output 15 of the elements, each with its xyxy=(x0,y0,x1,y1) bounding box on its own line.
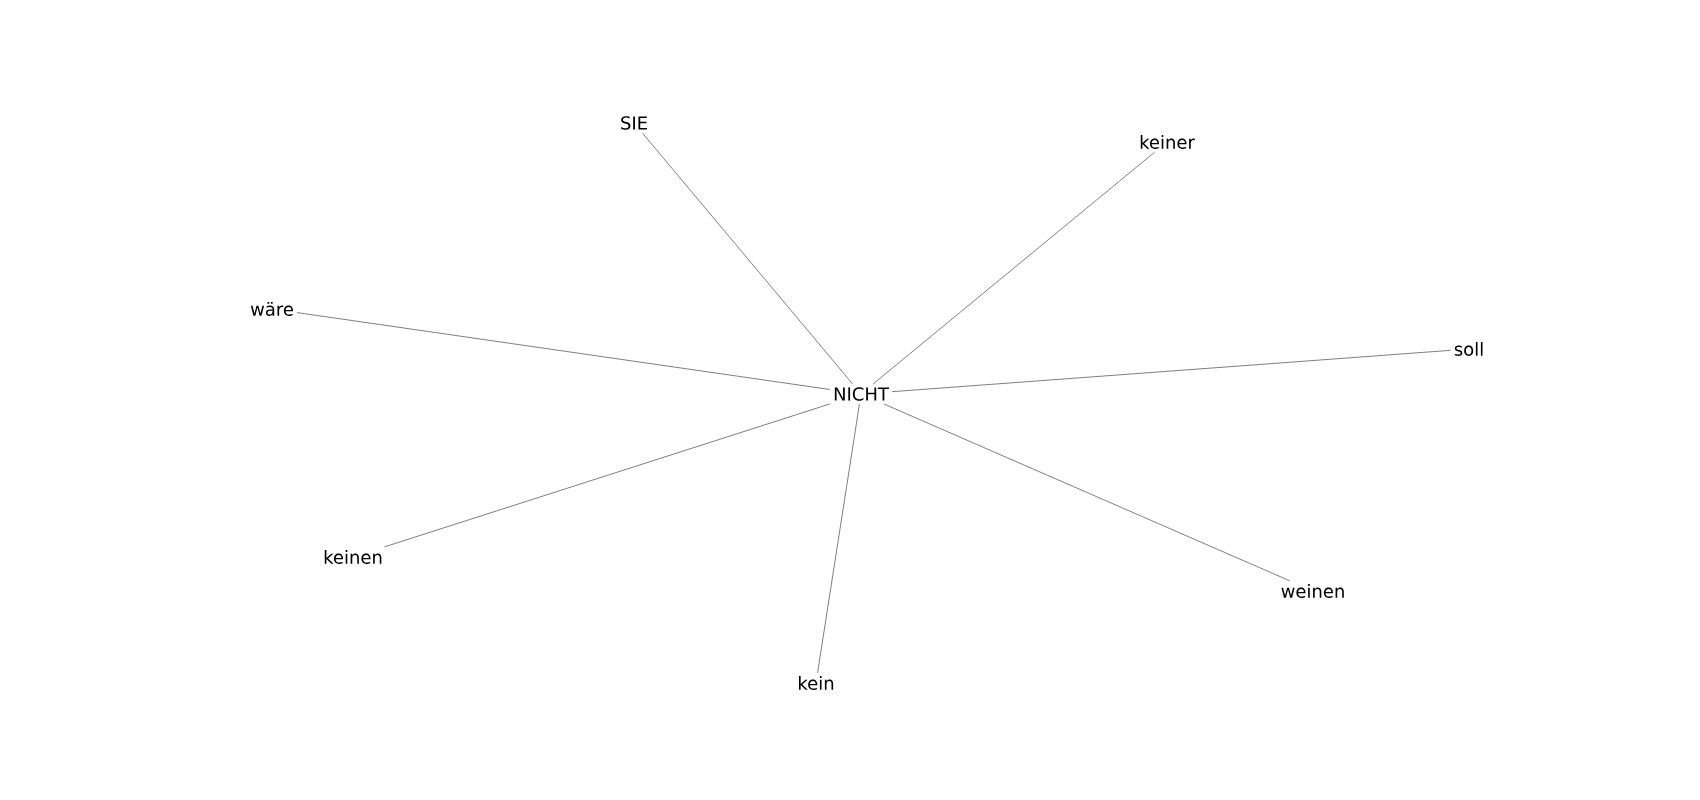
connector-line xyxy=(891,349,1452,393)
word-label: wäre xyxy=(250,302,293,316)
word-label: weinen xyxy=(1281,584,1344,598)
word-label: NICHT xyxy=(834,387,889,401)
word-label: keiner xyxy=(1140,135,1195,149)
connector-line xyxy=(883,403,1291,582)
connector-line xyxy=(296,312,831,390)
connector-line xyxy=(817,403,860,674)
word-label: SIE xyxy=(621,116,647,130)
word-label: keinen xyxy=(324,550,382,564)
word-label: kein xyxy=(799,676,834,690)
connector-line xyxy=(384,403,831,548)
connector-line xyxy=(641,132,854,385)
connector-line xyxy=(872,151,1156,385)
word-label: soll xyxy=(1454,342,1483,356)
